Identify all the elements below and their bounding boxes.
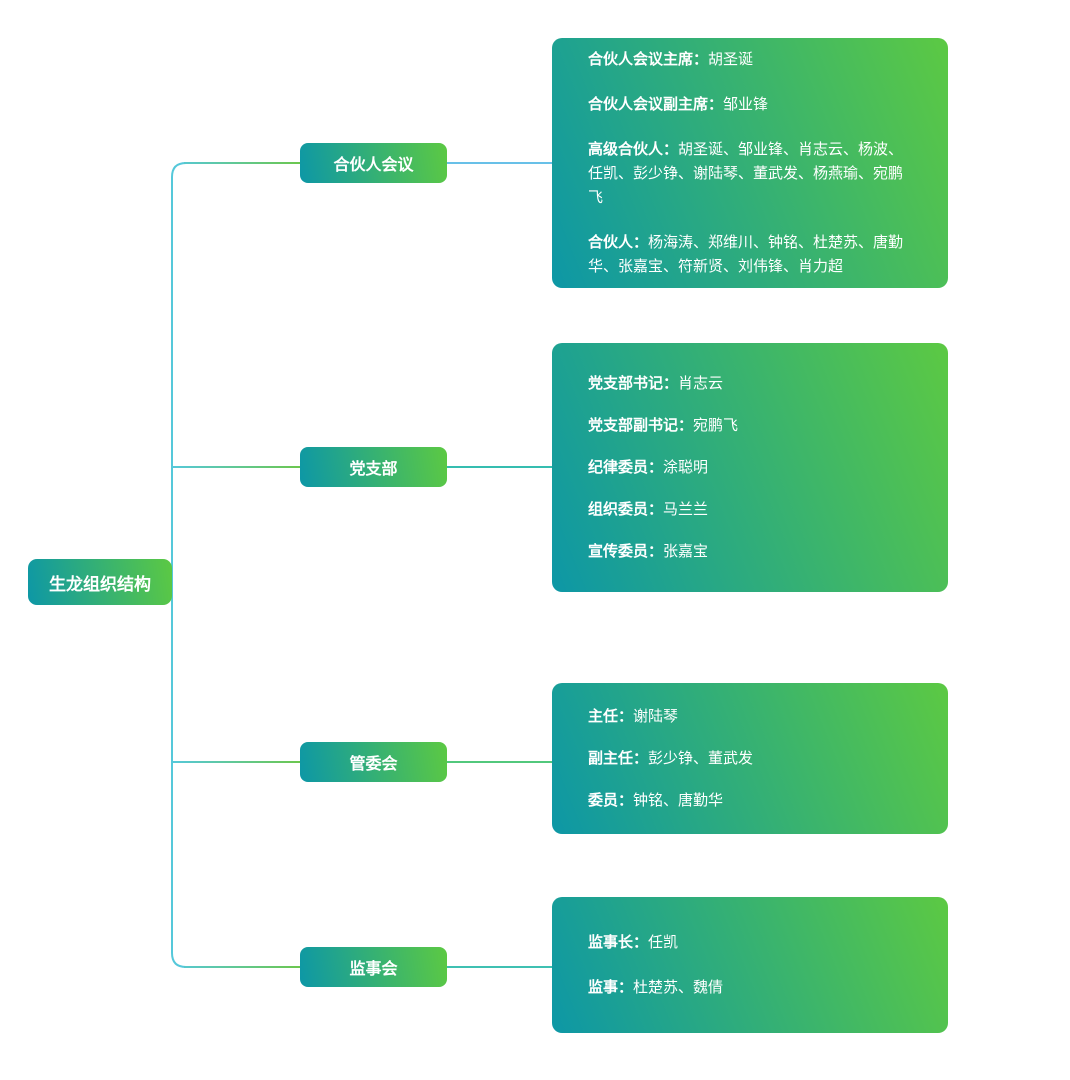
detail-item: 纪律委员：涂聪明 xyxy=(588,456,912,480)
detail-item: 党支部书记：肖志云 xyxy=(588,372,912,396)
detail-item-value: 胡圣诞 xyxy=(708,50,754,68)
detail-item: 宣传委员：张嘉宝 xyxy=(588,540,912,564)
detail-card-party-branch[interactable]: 党支部书记：肖志云 党支部副书记：宛鹏飞 纪律委员：涂聪明 组织委员：马兰兰 宣… xyxy=(552,343,948,592)
branch-node-partners-meeting[interactable]: 合伙人会议 xyxy=(300,143,447,183)
detail-item: 合伙人：杨海涛、郑维川、钟铭、杜楚苏、唐勤华、张嘉宝、符新贤、刘伟锋、肖力超 xyxy=(588,231,912,279)
branch-node-party-branch[interactable]: 党支部 xyxy=(300,447,447,487)
branch-node-supervisory-board[interactable]: 监事会 xyxy=(300,947,447,987)
branch-node-label: 管委会 xyxy=(349,756,398,773)
detail-card-partners-meeting[interactable]: 合伙人会议主席：胡圣诞 合伙人会议副主席：邹业锋 高级合伙人：胡圣诞、邹业锋、肖… xyxy=(552,38,948,288)
detail-item-label: 纪律委员： xyxy=(588,458,664,476)
detail-item-label: 监事长： xyxy=(588,933,649,951)
detail-item: 委员：钟铭、唐勤华 xyxy=(588,789,912,813)
detail-item: 合伙人会议副主席：邹业锋 xyxy=(588,93,912,117)
detail-item-label: 合伙人： xyxy=(588,233,649,251)
detail-item-label: 高级合伙人： xyxy=(588,140,679,158)
detail-item: 高级合伙人：胡圣诞、邹业锋、肖志云、杨波、任凯、彭少铮、谢陆琴、董武发、杨燕瑜、… xyxy=(588,138,912,210)
detail-item-value: 邹业锋 xyxy=(723,95,769,113)
detail-item-label: 合伙人会议主席： xyxy=(588,50,709,68)
detail-item: 组织委员：马兰兰 xyxy=(588,498,912,522)
detail-card-supervisory-board[interactable]: 监事长：任凯 监事：杜楚苏、魏倩 xyxy=(552,897,948,1033)
detail-item: 副主任：彭少铮、董武发 xyxy=(588,747,912,771)
detail-item-value: 宛鹏飞 xyxy=(693,416,739,434)
detail-item-value: 肖志云 xyxy=(678,374,724,392)
detail-item-value: 张嘉宝 xyxy=(663,542,709,560)
root-node-label: 生龙组织结构 xyxy=(49,574,151,594)
detail-item: 主任：谢陆琴 xyxy=(588,705,912,729)
detail-item-value: 胡圣诞、邹业锋、肖志云、杨波、任凯、彭少铮、谢陆琴、董武发、杨燕瑜、宛鹏飞 xyxy=(588,140,904,206)
detail-item-label: 监事： xyxy=(588,978,634,996)
detail-item-label: 党支部副书记： xyxy=(588,416,694,434)
root-node[interactable]: 生龙组织结构 xyxy=(28,559,172,605)
branch-node-label: 监事会 xyxy=(349,961,398,978)
detail-item-value: 谢陆琴 xyxy=(633,707,679,725)
detail-item: 党支部副书记：宛鹏飞 xyxy=(588,414,912,438)
detail-item-label: 合伙人会议副主席： xyxy=(588,95,724,113)
detail-item-value: 杜楚苏、魏倩 xyxy=(633,978,724,996)
detail-item-value: 杨海涛、郑维川、钟铭、杜楚苏、唐勤华、张嘉宝、符新贤、刘伟锋、肖力超 xyxy=(588,233,904,275)
detail-item-value: 马兰兰 xyxy=(663,500,709,518)
detail-item: 监事长：任凯 xyxy=(588,931,912,955)
branch-node-label: 合伙人会议 xyxy=(333,157,414,174)
detail-item-label: 委员： xyxy=(588,791,634,809)
trunk-line xyxy=(171,162,187,968)
detail-item: 监事：杜楚苏、魏倩 xyxy=(588,976,912,1000)
detail-item-value: 彭少铮、董武发 xyxy=(648,749,754,767)
detail-item-label: 宣传委员： xyxy=(588,542,664,560)
detail-item-label: 主任： xyxy=(588,707,634,725)
detail-item-label: 党支部书记： xyxy=(588,374,679,392)
detail-item-value: 任凯 xyxy=(648,933,679,951)
detail-item-label: 组织委员： xyxy=(588,500,664,518)
detail-item-label: 副主任： xyxy=(588,749,649,767)
branch-node-management-committee[interactable]: 管委会 xyxy=(300,742,447,782)
detail-card-management-committee[interactable]: 主任：谢陆琴 副主任：彭少铮、董武发 委员：钟铭、唐勤华 xyxy=(552,683,948,834)
detail-item: 合伙人会议主席：胡圣诞 xyxy=(588,48,912,72)
detail-item-value: 钟铭、唐勤华 xyxy=(633,791,724,809)
branch-node-label: 党支部 xyxy=(349,461,398,478)
detail-item-value: 涂聪明 xyxy=(663,458,709,476)
